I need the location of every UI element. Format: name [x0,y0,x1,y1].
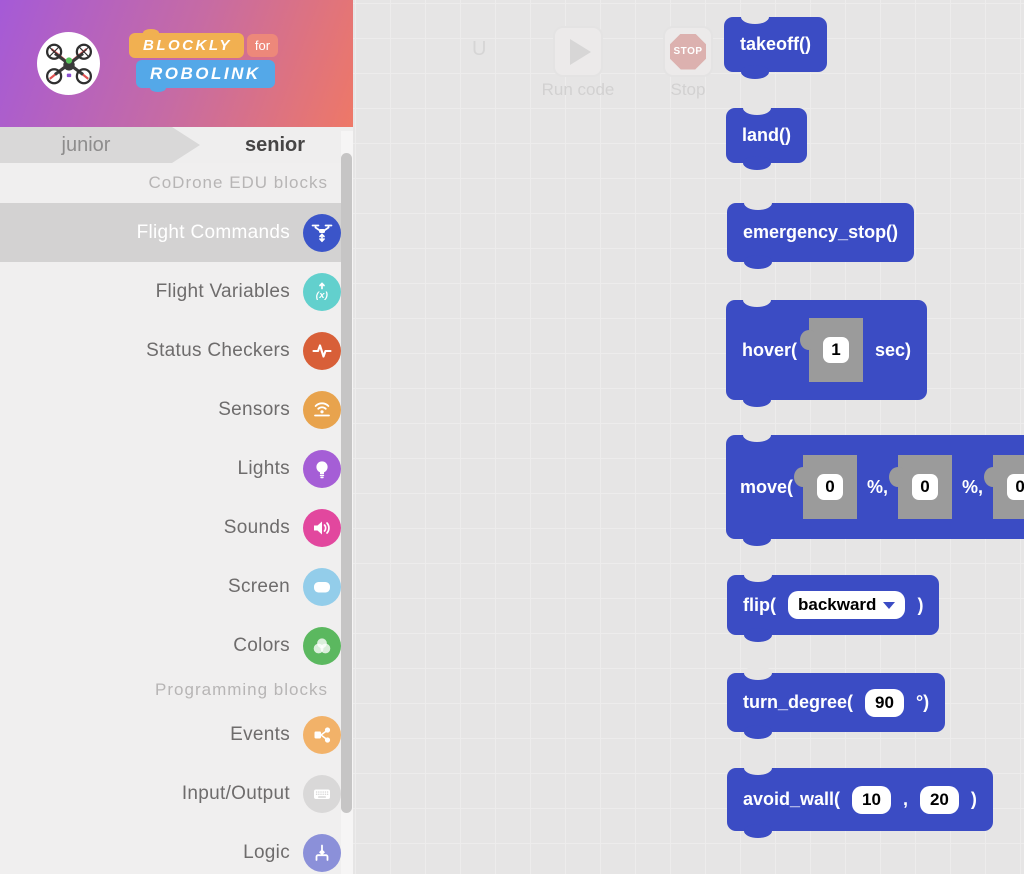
sidebar-scrollbar-thumb[interactable] [341,153,352,813]
section-label-codrone-edu-blocks: CoDrone EDU blocks [148,173,328,192]
sidebar-item-logic[interactable]: Logic [0,823,353,874]
sidebar-item-label: Flight Commands [136,221,290,243]
block-label: °) [915,692,930,712]
block-label: emergency_stop() [743,222,899,242]
move-yaw-field[interactable]: 0 [1007,474,1024,500]
sidebar-item-flight-variables[interactable]: Flight Variables (x) [0,262,353,321]
sidebar-item-input-output[interactable]: Input/Output [0,764,353,823]
stop-sign-icon: STOP [670,33,706,70]
block-label: ) [970,789,977,809]
brand-header: BLOCKLY for ROBOLINK [0,0,353,127]
sidebar-item-sensors[interactable]: Sensors [0,380,353,439]
block-label: %, [867,476,889,497]
app-logo: BLOCKLY for ROBOLINK [129,29,279,92]
value-slot: 0 [889,455,953,519]
play-icon [570,38,591,65]
block-label: hover( [742,339,798,360]
flip-direction-dropdown[interactable]: backward [788,591,906,619]
sidebar-item-sounds[interactable]: Sounds [0,498,353,557]
value-slot: 0 [984,455,1024,519]
sidebar-item-status-checkers[interactable]: Status Checkers [0,321,353,380]
sidebar-item-label: Flight Variables [155,280,290,302]
sidebar-item-label: Status Checkers [146,339,290,361]
sidebar-item-label: Logic [243,841,290,863]
block-label: %, [962,476,984,497]
sidebar-item-label: Sounds [223,516,290,538]
block-label: , [902,789,908,809]
tab-senior[interactable]: senior [210,127,340,163]
block-label: flip( [743,594,776,615]
turn-degree-field[interactable]: 90 [865,688,904,717]
block-takeoff[interactable]: takeoff() [724,10,827,79]
sidebar-item-flight-commands[interactable]: Flight Commands [0,203,353,262]
block-label: move( [740,476,794,497]
sidebar-item-label: Input/Output [181,782,290,804]
logo-blockly-block: BLOCKLY [129,29,244,58]
sidebar-scrollbar-track[interactable] [341,131,353,874]
block-label: ) [917,594,924,615]
drone-photo-icon [45,43,92,84]
block-hover[interactable]: hover( 1 sec) [726,293,928,407]
section-label-programming-blocks: Programming blocks [155,680,328,699]
sensor-icon [303,390,341,429]
speaker-icon [303,508,341,547]
blockly-workspace[interactable]: U Run code STOP Stop takeoff() land() em… [353,0,1024,874]
move-pitch-field[interactable]: 0 [912,474,938,500]
svg-text:(x): (x) [316,290,329,301]
keyboard-icon [303,774,341,813]
block-emergency-stop[interactable]: emergency_stop() [727,196,915,269]
sidebar-item-label: Lights [237,457,290,479]
block-avoid-wall[interactable]: avoid_wall( 10 , 20 ) [727,761,993,838]
sidebar-item-lights[interactable]: Lights [0,439,353,498]
sidebar-item-label: Screen [227,575,290,597]
pulse-icon [303,331,341,370]
block-label: avoid_wall( [743,789,841,809]
drone-icon [303,213,341,252]
colors-icon [303,626,341,665]
tab-junior-label: junior [61,133,111,156]
tab-junior[interactable]: junior [0,127,200,163]
block-turn-degree[interactable]: turn_degree( 90 °) [727,666,946,739]
events-icon [303,715,341,754]
sidebar-item-screen[interactable]: Screen [0,557,353,616]
sidebar-item-label: Events [230,723,290,745]
sidebar-item-colors[interactable]: Colors [0,616,353,675]
logo-robolink-block: ROBOLINK [136,60,275,92]
codrone-avatar [37,32,100,95]
logic-icon [303,833,341,872]
logo-for-tag: for [246,34,279,57]
faded-text: U [472,38,487,60]
stop-button-label: Stop [670,80,706,99]
run-code-button-label: Run code [541,80,615,99]
value-slot: 0 [794,455,858,519]
sidebar-item-label: Colors [233,634,290,656]
run-code-button[interactable] [553,26,603,77]
move-roll-field[interactable]: 0 [817,474,843,500]
block-label: land() [742,125,791,145]
variables-icon: (x) [303,272,341,311]
stop-button[interactable]: STOP [663,26,713,77]
tab-senior-label: senior [244,133,306,156]
hover-seconds-field[interactable]: 1 [823,337,849,363]
block-move[interactable]: move( 0 %, 0 %, 0 %, 0 %, 1 sec) [726,428,1024,546]
block-flip[interactable]: flip( backward ) [727,568,940,642]
dropdown-caret-icon [883,601,896,609]
block-label: sec) [875,339,912,360]
block-label: takeoff() [740,34,811,54]
sidebar-item-events[interactable]: Events [0,705,353,764]
sidebar-item-label: Sensors [218,398,290,420]
block-label: turn_degree( [743,692,854,712]
sidebar: BLOCKLY for ROBOLINK junior senior CoDro… [0,0,353,874]
dropdown-value: backward [798,595,877,614]
lightbulb-icon [303,449,341,488]
screen-icon [303,567,341,606]
value-slot: 1 [800,318,864,382]
avoid-wall-distance-field[interactable]: 20 [919,785,959,814]
avoid-wall-seconds-field[interactable]: 10 [852,785,891,814]
level-tabs: junior senior [0,127,353,163]
block-land[interactable]: land() [726,101,807,170]
